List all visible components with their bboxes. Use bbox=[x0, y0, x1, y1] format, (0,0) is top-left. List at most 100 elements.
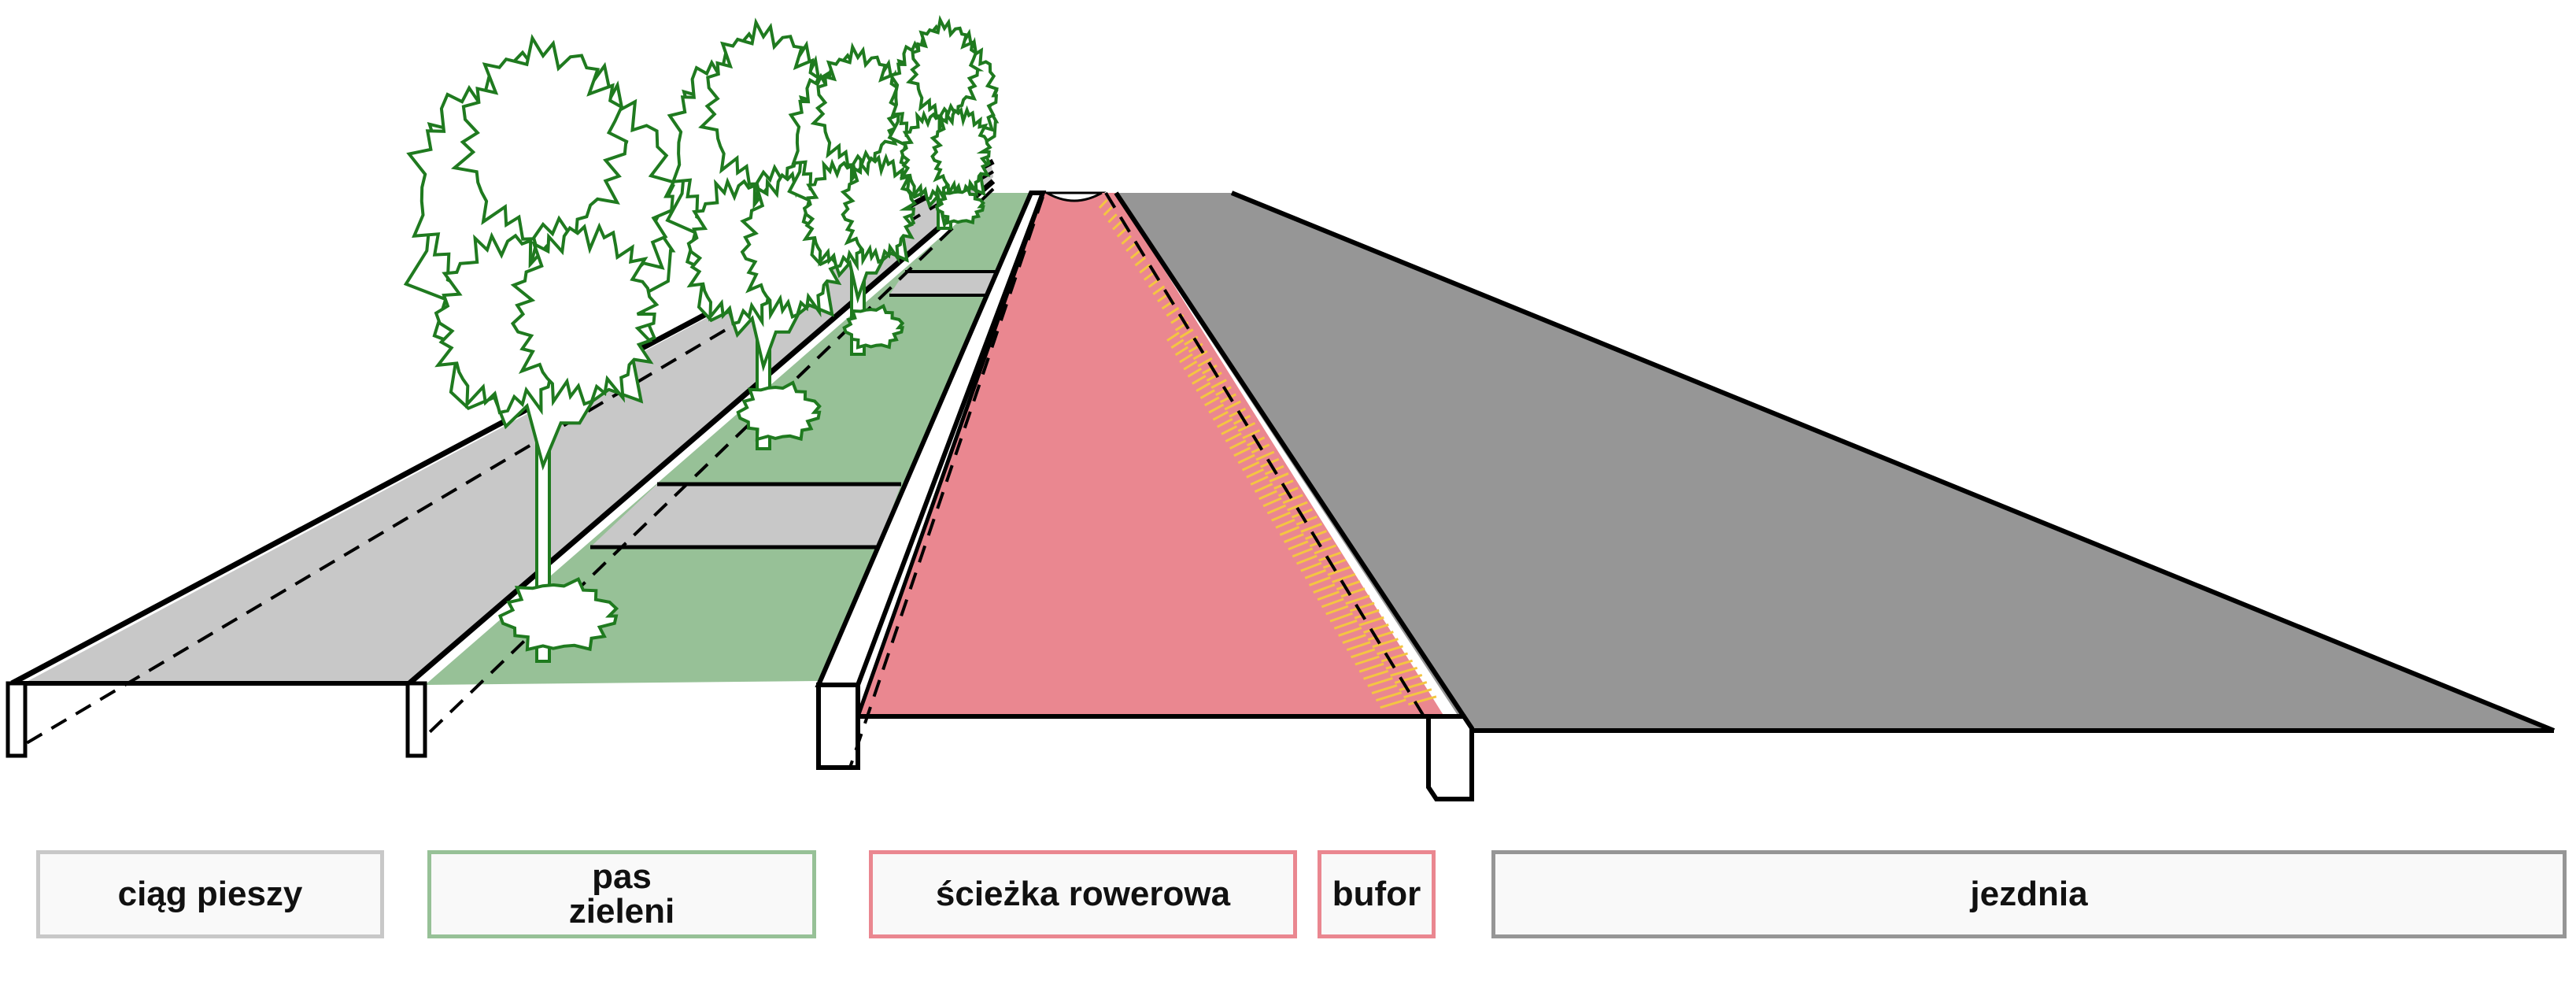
hatch-line bbox=[1372, 638, 1399, 649]
hatch-line bbox=[1287, 501, 1308, 512]
bush bbox=[497, 577, 619, 652]
hatch-line bbox=[1242, 429, 1261, 439]
hatch-line bbox=[1394, 673, 1423, 684]
tree-row bbox=[403, 15, 1000, 663]
hatch-line bbox=[1295, 554, 1318, 565]
hatch-line bbox=[1215, 386, 1232, 397]
roadway-surface bbox=[1114, 193, 2554, 731]
hatch-line bbox=[1399, 681, 1428, 692]
tree-icon bbox=[665, 17, 857, 450]
hatch-line bbox=[1125, 242, 1136, 253]
hatch-line bbox=[1304, 568, 1327, 579]
label-greenery: pas zieleni bbox=[427, 850, 816, 938]
hatch-line bbox=[1139, 264, 1151, 274]
tree-crown bbox=[698, 17, 829, 192]
label-buffer: bufor bbox=[1318, 850, 1436, 938]
walkway-dashed-edge-1 bbox=[10, 170, 995, 753]
tree-icon bbox=[787, 42, 926, 356]
hatch-line bbox=[1134, 256, 1147, 267]
hatch-line bbox=[1269, 472, 1289, 483]
tree-crown bbox=[905, 15, 985, 124]
hatch-line bbox=[1187, 367, 1203, 378]
hatch-line bbox=[1255, 450, 1275, 461]
buffer-dashed-edge bbox=[1104, 191, 1473, 797]
buffer-hatching bbox=[1098, 198, 1437, 709]
roadway-far-edge bbox=[1230, 191, 2556, 733]
hatch-line bbox=[1333, 619, 1358, 630]
hatch-line bbox=[1300, 561, 1322, 572]
hatch-line bbox=[1121, 235, 1132, 245]
hatch-line bbox=[1197, 357, 1213, 368]
hatch-line bbox=[1345, 594, 1370, 605]
tree-crown bbox=[930, 105, 992, 200]
hatch-line bbox=[1210, 379, 1227, 389]
hatch-line bbox=[1129, 249, 1141, 260]
hatch-line bbox=[1098, 198, 1108, 209]
hatch-line bbox=[1166, 331, 1180, 342]
bush bbox=[842, 303, 905, 350]
hatch-line bbox=[1152, 285, 1166, 295]
hatch-line bbox=[1192, 375, 1207, 385]
hatch-line bbox=[1363, 669, 1389, 680]
bike-path-horizon-notch bbox=[1042, 191, 1107, 202]
hatch-line bbox=[1188, 342, 1203, 353]
bike-path-surface bbox=[858, 193, 1440, 716]
hatch-line bbox=[1318, 551, 1342, 562]
hatch-line bbox=[1275, 518, 1295, 529]
hatch-line bbox=[1170, 339, 1185, 349]
hatch-line bbox=[1237, 422, 1256, 432]
hatch-line bbox=[1266, 504, 1287, 515]
hatch-line bbox=[1377, 645, 1403, 656]
hatch-line bbox=[1367, 631, 1394, 642]
hatch-line bbox=[1103, 206, 1113, 216]
hatch-line bbox=[1371, 684, 1398, 695]
hatch-line bbox=[1229, 439, 1247, 450]
bike-path-left-curb-front bbox=[856, 192, 1045, 717]
curb-block-walkway-right bbox=[405, 681, 427, 758]
hatch-line bbox=[1346, 641, 1371, 652]
walkway-gray-band-2 bbox=[590, 484, 901, 547]
hatch-line bbox=[1329, 612, 1353, 623]
hatch-line bbox=[1336, 580, 1361, 590]
curb-block-walkway-left bbox=[6, 681, 28, 758]
hatch-line bbox=[1358, 662, 1384, 673]
hatch-line bbox=[1250, 475, 1269, 486]
buffer-curb-block bbox=[1426, 714, 1474, 801]
hatch-line bbox=[1192, 350, 1208, 361]
hatch-line bbox=[1385, 659, 1414, 670]
hatch-line bbox=[1351, 648, 1376, 659]
hatch-line bbox=[1321, 598, 1344, 609]
hatch-line bbox=[1342, 634, 1366, 644]
hatch-line bbox=[1237, 453, 1255, 464]
hatch-line bbox=[1282, 494, 1303, 505]
hatch-line bbox=[1208, 403, 1225, 414]
hatch-line bbox=[1196, 382, 1211, 392]
hatch-line bbox=[1179, 328, 1194, 339]
hatch-line bbox=[1363, 623, 1389, 634]
hatch-line bbox=[1403, 688, 1432, 699]
hatch-line bbox=[1284, 533, 1304, 543]
hatch-line bbox=[1279, 526, 1300, 536]
walkway-inner-edge bbox=[407, 179, 996, 686]
hatch-line bbox=[1166, 306, 1180, 317]
hatch-line bbox=[1314, 544, 1337, 555]
hatch-line bbox=[1313, 583, 1336, 594]
hatch-line bbox=[1338, 627, 1362, 637]
hatch-line bbox=[1407, 695, 1437, 706]
hatch-line bbox=[1308, 576, 1331, 587]
tree-icon bbox=[403, 34, 676, 663]
hatch-line bbox=[1112, 220, 1122, 231]
hatch-line bbox=[1367, 676, 1393, 687]
hatch-line bbox=[1332, 573, 1356, 583]
hatch-line bbox=[1241, 461, 1260, 472]
hatch-line bbox=[1216, 417, 1233, 428]
hatch-line bbox=[1206, 372, 1222, 382]
hatch-line bbox=[1224, 400, 1242, 411]
hatch-line bbox=[1219, 393, 1236, 404]
hatch-line bbox=[1183, 360, 1198, 371]
hatch-line bbox=[1221, 425, 1238, 435]
hatch-line bbox=[1233, 446, 1251, 457]
hatch-line bbox=[1199, 389, 1215, 400]
tree-crown bbox=[810, 42, 906, 172]
